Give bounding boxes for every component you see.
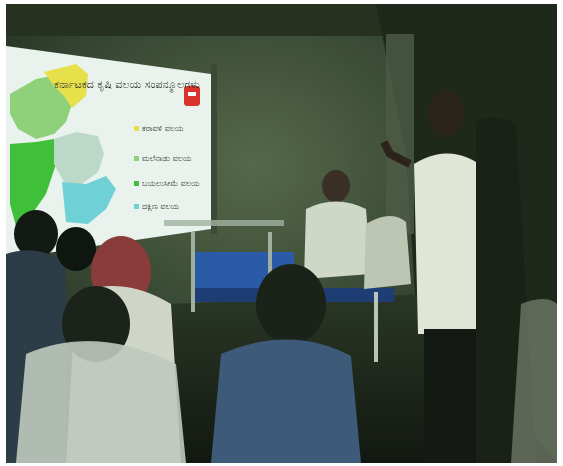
- photo-scene: [6, 4, 557, 463]
- curtain: [386, 34, 414, 234]
- map-south-region: [62, 176, 116, 224]
- audience-blue-shirt: [211, 339, 361, 463]
- standing-man-trousers: [424, 329, 479, 463]
- legend-item: ಮಲೆನಾಡು ವಲಯ: [134, 154, 191, 164]
- bed-rail: [164, 220, 284, 226]
- legend-dot-icon: [134, 156, 139, 161]
- raised-hand: [380, 140, 412, 168]
- classroom-photo: ಕರ್ನಾಟಕದ ಕೃಷಿ ವಲಯ ಸಂಪನ್ಮೂಲಗಳು ಕರಾವಳಿ ವಲಯ…: [6, 4, 557, 463]
- legend-dot-icon: [134, 126, 139, 131]
- legend-dot-icon: [134, 181, 139, 186]
- map-central-region: [54, 132, 104, 184]
- audience-head: [14, 210, 58, 258]
- legend-item: ಕರಾವಳಿ ವಲಯ: [134, 124, 184, 134]
- legend-dot-icon: [134, 204, 139, 209]
- legend-item: ಬಯಲುಸೀಮೆ ವಲಯ: [134, 179, 200, 189]
- seated-man-shirt: [304, 201, 371, 279]
- standing-man-head: [428, 90, 464, 138]
- foreground-head: [256, 264, 326, 344]
- bed-rail-front: [374, 292, 378, 362]
- legend-item: ದಕ್ಷಿಣ ವಲಯ: [134, 202, 179, 212]
- map-coastal-region: [44, 64, 88, 108]
- seated-man-head: [322, 170, 350, 202]
- map-malnad-region: [10, 139, 56, 226]
- slide-title: ಕರ್ನಾಟಕದ ಕೃಷಿ ವಲಯ ಸಂಪನ್ಮೂಲಗಳು: [54, 78, 200, 91]
- standing-man-shirt: [414, 153, 486, 334]
